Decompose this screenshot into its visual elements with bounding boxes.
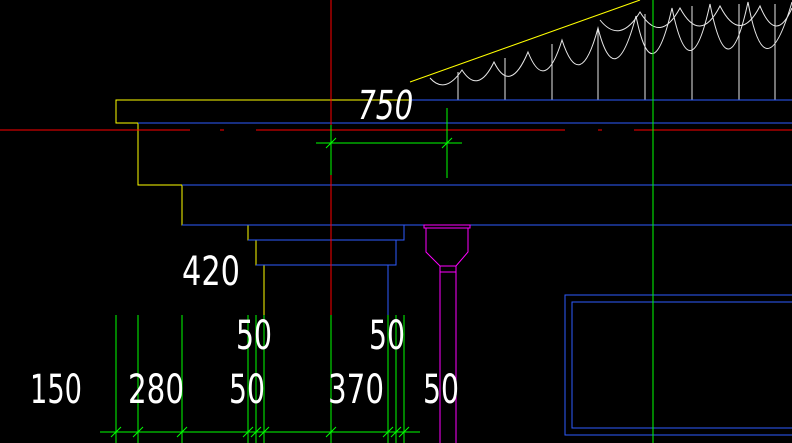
dimension-750-lines xyxy=(316,108,462,178)
dimension-50-top-right-label: 50 xyxy=(369,313,405,359)
cornice-edge-lines xyxy=(138,99,792,443)
dimension-50-bottom-left-label: 50 xyxy=(229,367,265,413)
bottom-dimension-chain-lines xyxy=(100,315,420,443)
dimension-280-label: 280 xyxy=(128,367,184,413)
dimension-370-label: 370 xyxy=(328,367,384,413)
roof-slope-line xyxy=(409,0,641,83)
dimension-50-bottom-right-label: 50 xyxy=(423,367,459,413)
roof-tiles xyxy=(429,1,792,100)
dimension-50-top-left-label: 50 xyxy=(236,313,272,359)
dimension-150-label: 150 xyxy=(30,367,82,413)
dimension-750-label: 750 xyxy=(354,83,416,129)
downpipe xyxy=(423,224,471,443)
dimension-420-label: 420 xyxy=(182,249,240,295)
